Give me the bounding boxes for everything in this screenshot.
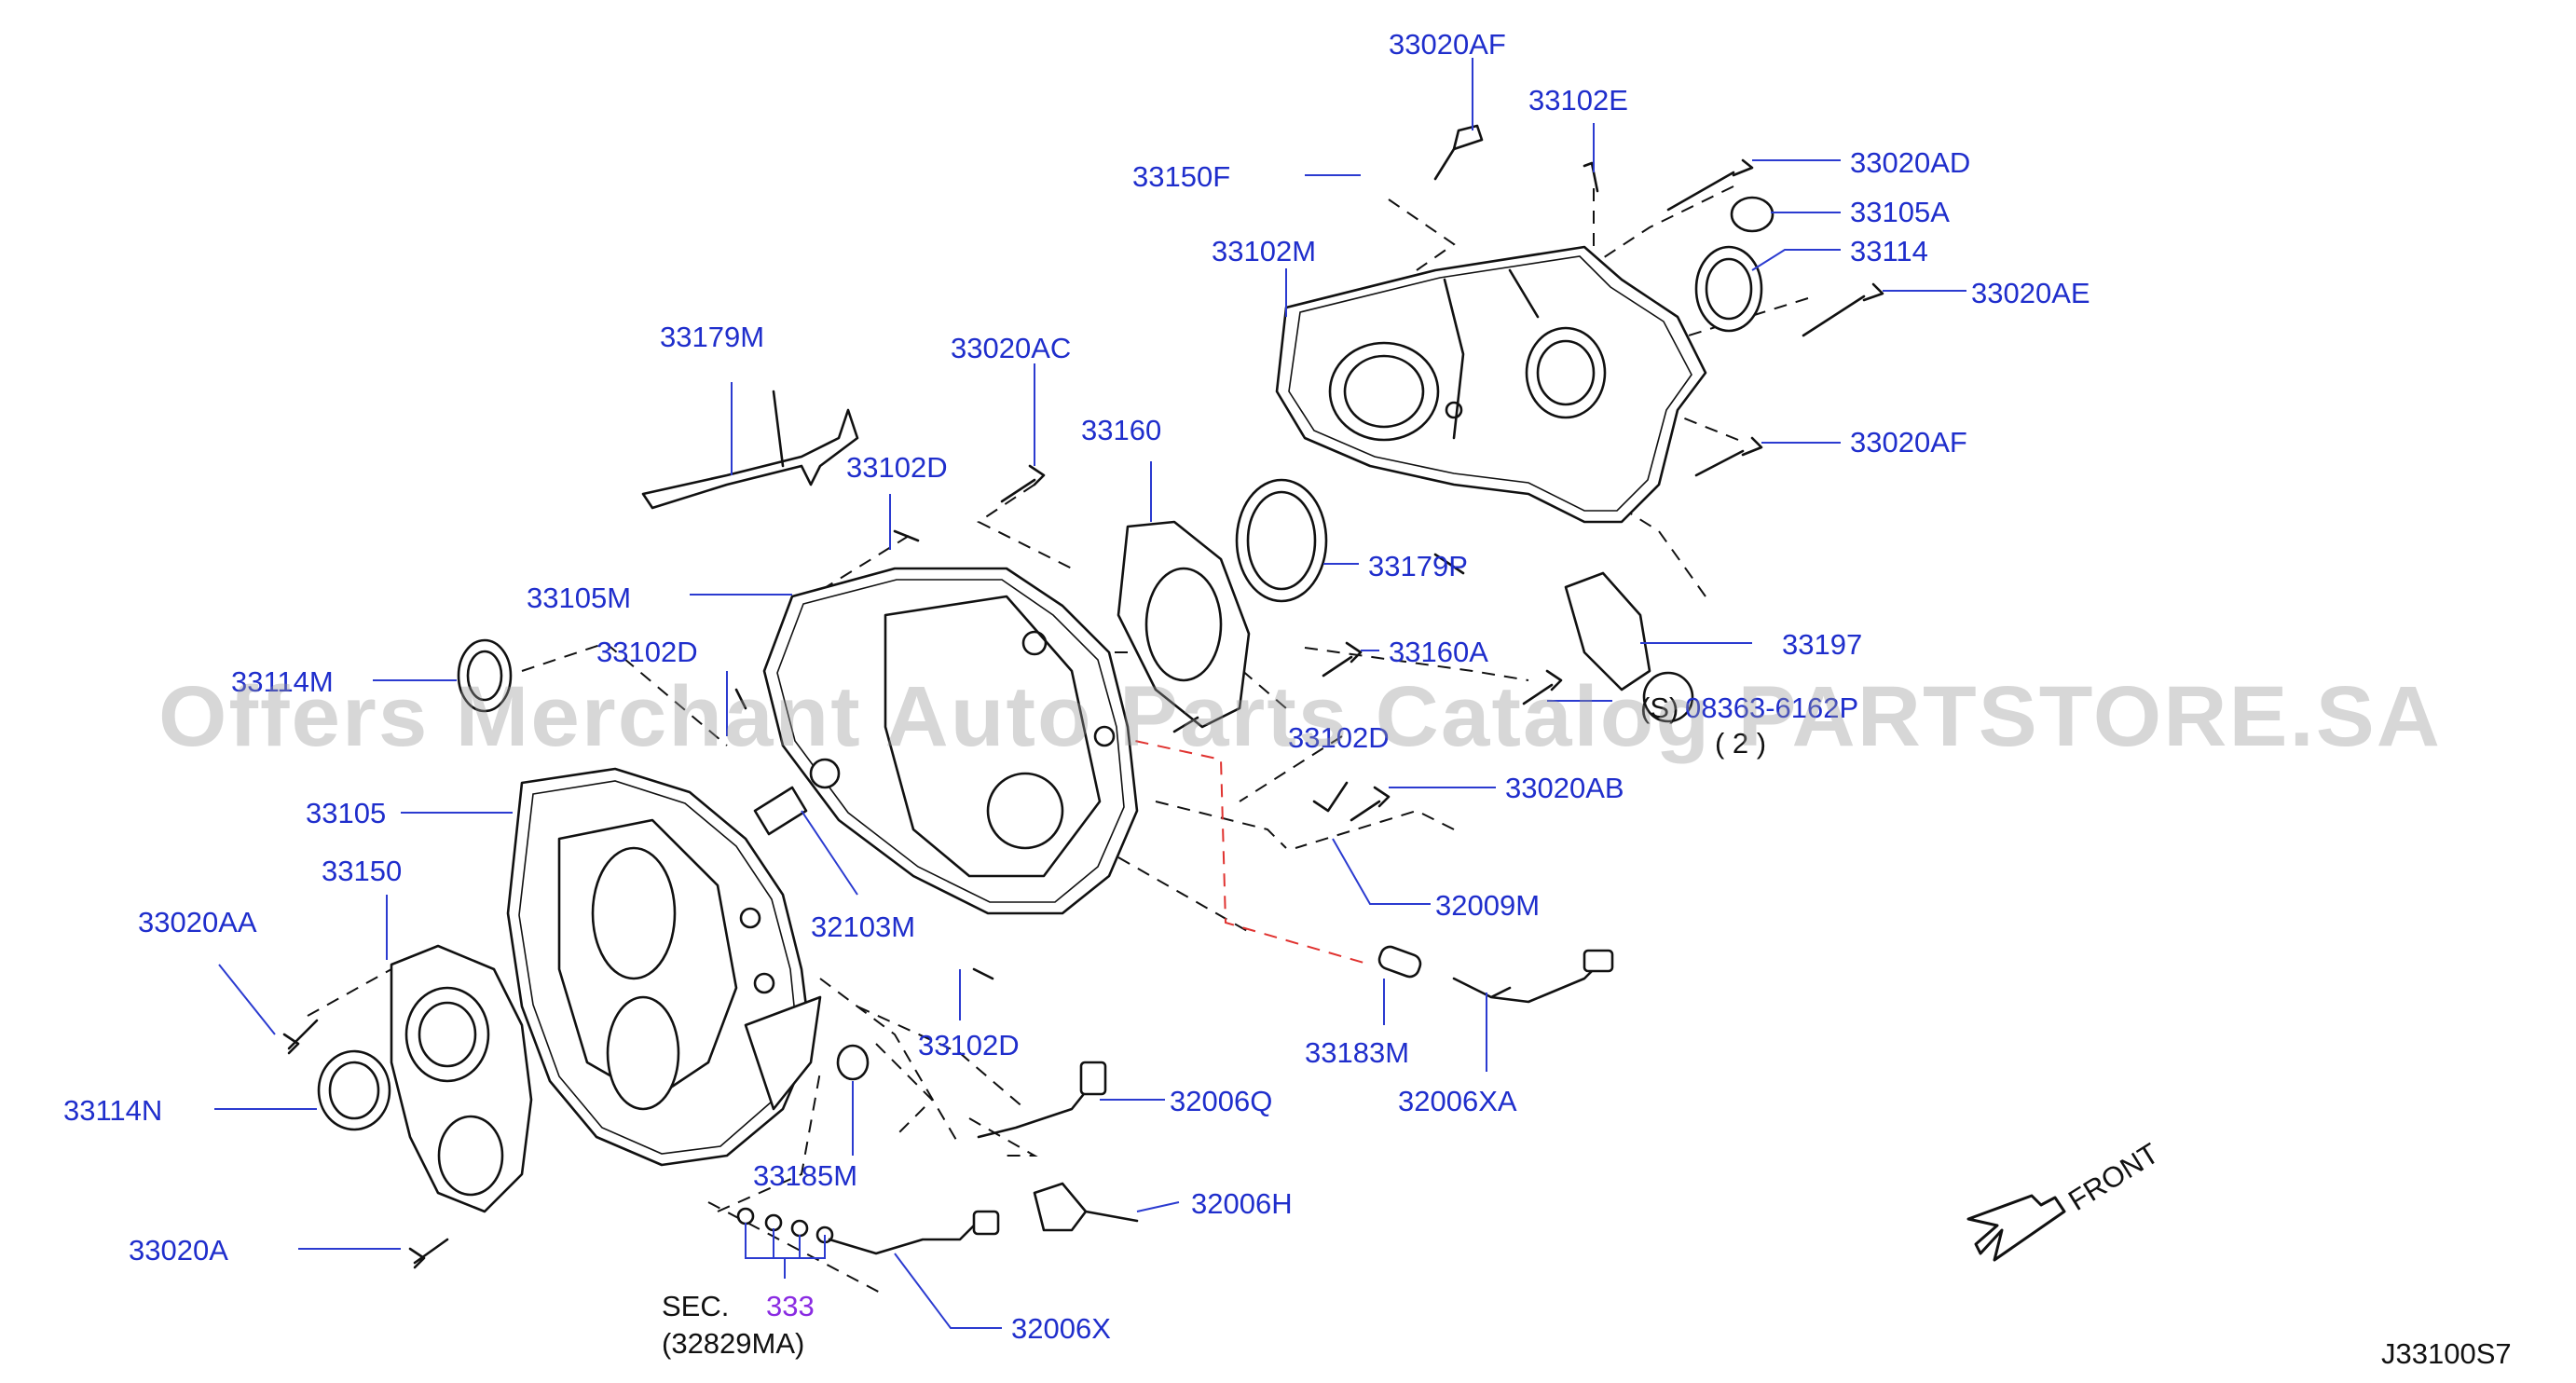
label-33020AD[interactable]: 33020AD [1850,146,1970,179]
label-33150F[interactable]: 33150F [1132,160,1230,193]
label-08363-6162P[interactable]: 08363-6162P [1685,692,1858,724]
label-33102E[interactable]: 33102E [1528,84,1628,116]
label-33197[interactable]: 33197 [1782,628,1862,661]
front-label: FRONT [2062,1137,2164,1217]
label-33020AE[interactable]: 33020AE [1971,277,2090,309]
front-cover-plate [390,944,533,1213]
label-33020A[interactable]: 33020A [129,1234,228,1267]
seals-and-small-parts [317,196,1774,1244]
label-33102D-a[interactable]: 33102D [846,451,948,484]
part-labels: 33020AF 33102E 33150F 33020AD 33105A 331… [63,28,2090,1360]
label-sec: SEC. [662,1290,729,1322]
label-33179P[interactable]: 33179P [1368,550,1468,582]
label-33114[interactable]: 33114 [1850,235,1928,267]
watermark-text: Offers Merchant Auto Parts Catalog PARTS… [158,669,2442,764]
label-33102D-c[interactable]: 33102D [1288,721,1390,754]
transfer-case-front-housing [506,767,822,1167]
label-33105A[interactable]: 33105A [1850,196,1950,228]
bolts [282,124,1884,1269]
label-33020AF-mid[interactable]: 33020AF [1850,426,1967,459]
rear-extension-housing [1275,245,1707,524]
sensors [828,949,1614,1255]
label-33102M[interactable]: 33102M [1212,235,1316,267]
sensor-link-red-dashed [1113,735,1371,965]
label-33105M[interactable]: 33105M [527,582,631,614]
label-33185M[interactable]: 33185M [753,1159,857,1192]
label-sec-333-link[interactable]: 333 [766,1290,815,1322]
label-33114N[interactable]: 33114N [63,1094,162,1127]
label-33183M[interactable]: 33183M [1305,1036,1409,1069]
label-qty-note: ( 2 ) [1715,727,1766,760]
label-33020AA[interactable]: 33020AA [138,906,257,938]
label-bolt-prefix-S: (S) [1640,692,1679,724]
label-33102D-d[interactable]: 33102D [918,1029,1020,1061]
label-sec-ref: (32829MA) [662,1327,804,1360]
label-33114M[interactable]: 33114M [231,665,334,698]
label-33105[interactable]: 33105 [306,797,386,829]
transfer-case-center-housing [762,567,1139,915]
label-33179M[interactable]: 33179M [660,321,764,353]
label-32103M[interactable]: 32103M [811,911,915,943]
front-direction-indicator: FRONT [1966,1137,2164,1262]
front-arrow-icon [1966,1194,2066,1262]
drawing-code: J33100S7 [2381,1337,2512,1370]
leader-lines [214,58,1966,1329]
label-32006XA[interactable]: 32006XA [1398,1085,1517,1117]
label-33160[interactable]: 33160 [1081,414,1161,446]
label-33160A[interactable]: 33160A [1389,636,1488,668]
label-33150[interactable]: 33150 [322,855,402,887]
label-33020AC[interactable]: 33020AC [951,332,1071,364]
label-33020AF-top[interactable]: 33020AF [1389,28,1506,61]
label-32006X[interactable]: 32006X [1011,1312,1111,1345]
label-33102D-b[interactable]: 33102D [596,636,698,668]
label-33020AB[interactable]: 33020AB [1505,772,1624,804]
label-32006H[interactable]: 32006H [1191,1187,1293,1220]
label-32009M[interactable]: 32009M [1435,889,1540,922]
label-32006Q[interactable]: 32006Q [1170,1085,1272,1117]
